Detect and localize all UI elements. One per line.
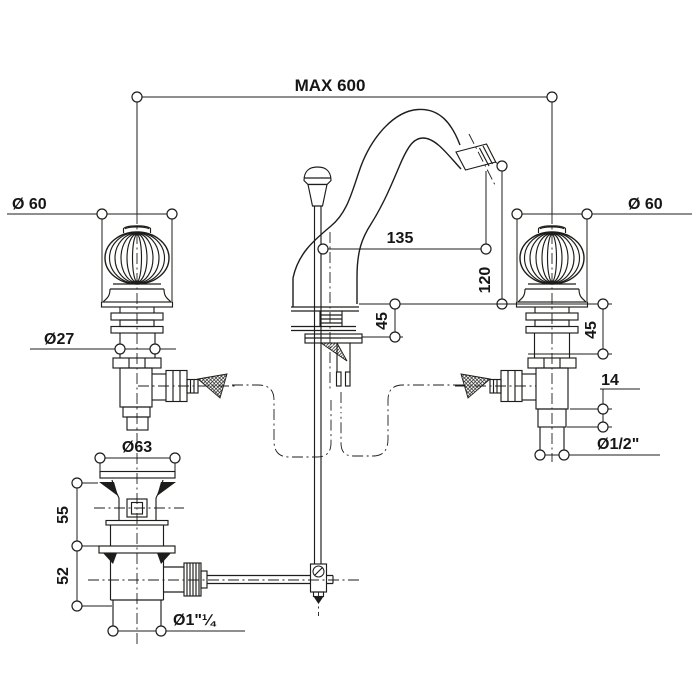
right-handle-valve	[460, 225, 589, 455]
flex-hose-right	[340, 384, 464, 457]
dim-waste-thread-label: Ø1"¼	[173, 612, 217, 629]
dim-spout-height-label: 120	[477, 267, 494, 294]
dim-handle-dia-left-label: Ø 60	[12, 196, 47, 213]
dim-waste-thread: Ø1"¼	[107, 612, 245, 637]
spout	[291, 108, 503, 387]
popup-rod	[303, 166, 332, 564]
dim-deck-center-label: 45	[374, 312, 391, 330]
dimensions: MAX 600 Ø 60 Ø 60 Ø27 135	[7, 76, 692, 637]
dim-spout-reach: 135	[317, 171, 492, 255]
dim-spout-height: 120	[477, 160, 508, 310]
dim-waste-upper-label: 55	[55, 506, 72, 524]
popup-linkage	[207, 563, 334, 604]
dim-nipple-length: 14	[567, 372, 640, 433]
popup-waste	[98, 470, 208, 631]
left-handle-valve	[100, 225, 228, 431]
dim-deck-right-label: 45	[583, 321, 600, 339]
center-lines	[88, 133, 553, 646]
dim-handle-dia-right: Ø 60	[511, 196, 692, 301]
dim-handle-dia-left: Ø 60	[7, 196, 178, 301]
dim-deck-right: 45	[528, 298, 612, 360]
dim-max-spread: MAX 600	[131, 76, 558, 213]
flex-hose-left	[232, 384, 332, 458]
dim-waste-heights: 55 52	[55, 477, 112, 612]
dim-waste-flange-dia: Ø63	[94, 439, 181, 471]
dim-max-spread-label: MAX 600	[295, 76, 366, 95]
dim-spout-reach-label: 135	[387, 230, 414, 247]
dim-inlet-thread-label: Ø1/2"	[597, 436, 639, 453]
dim-shank-dia: Ø27	[30, 331, 176, 355]
dim-deck-center: 45	[362, 298, 403, 343]
dim-shank-dia-label: Ø27	[44, 331, 74, 348]
dim-waste-flange-dia-label: Ø63	[122, 439, 152, 456]
dim-handle-dia-right-label: Ø 60	[628, 196, 663, 213]
dim-nipple-length-label: 14	[601, 372, 619, 389]
dim-waste-lower-label: 52	[55, 567, 72, 585]
dim-inlet-thread: Ø1/2"	[534, 436, 660, 461]
